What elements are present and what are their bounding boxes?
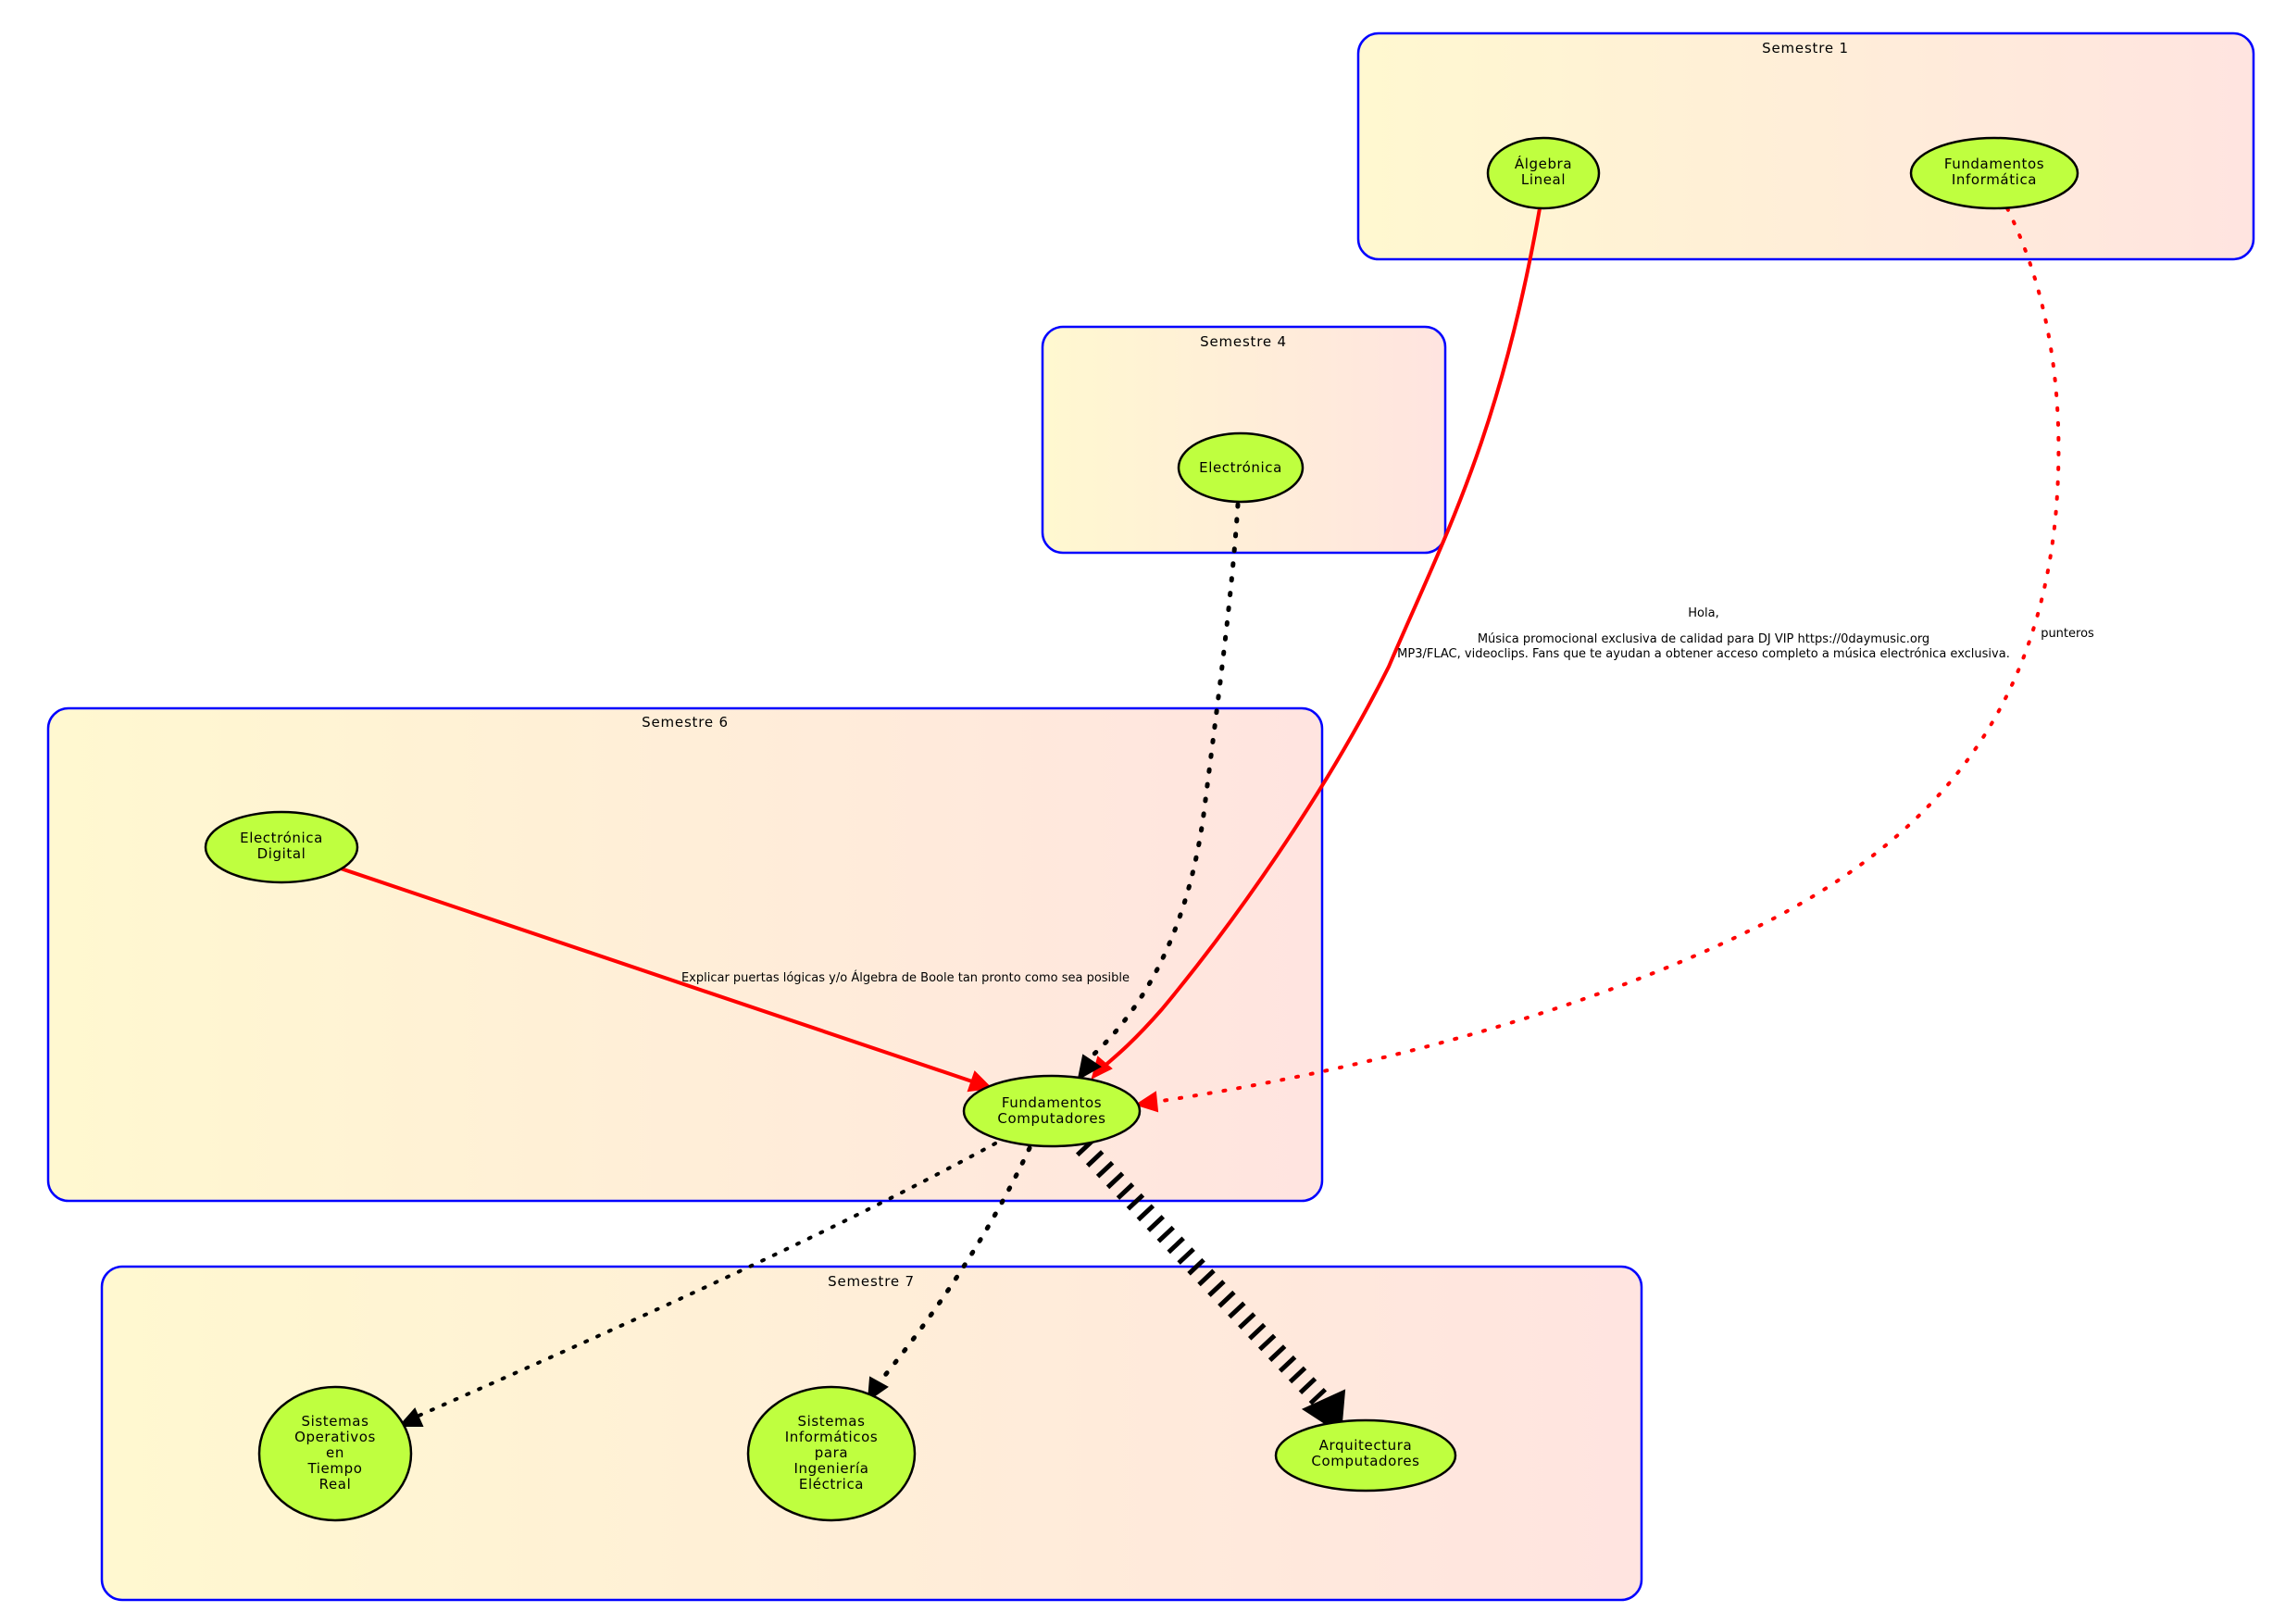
cluster-semestre-7-label: Semestre 7 xyxy=(828,1273,915,1290)
cluster-semestre-6-box xyxy=(46,706,1324,1203)
node-arquitectura-computadores[interactable]: Arquitectura Computadores xyxy=(1274,1418,1457,1493)
edge-electronica-to-fundamentos-computadores xyxy=(1077,502,1241,1081)
edge-label-punteros: punteros xyxy=(2041,627,2094,641)
node-fundamentos-informatica[interactable]: Fundamentos Informática xyxy=(1909,136,2079,210)
node-sistemas-operativos-tiempo-real[interactable]: Sistemas Operativos en Tiempo Real xyxy=(257,1385,413,1522)
edge-fundamentos-computadores-to-sistemas-informaticos xyxy=(867,1145,1032,1403)
node-algebra-lineal-shape xyxy=(1486,136,1601,210)
node-sistemas-informaticos-line-3: para xyxy=(815,1444,848,1461)
node-arquitectura-computadores-line-1: Arquitectura xyxy=(1319,1437,1413,1454)
edge-fundamentos-informatica-to-fundamentos-computadores: punteros xyxy=(1134,206,2094,1113)
node-sistemas-operativos-line-4: Tiempo xyxy=(306,1460,362,1477)
node-sistemas-informaticos-shape xyxy=(746,1385,917,1522)
node-electronica[interactable]: Electrónica xyxy=(1177,431,1305,504)
edge-elecdigital-path xyxy=(340,867,973,1083)
node-fundamentos-informatica-line-2: Informática xyxy=(1952,171,2037,188)
node-algebra-lineal-line-2: Lineal xyxy=(1521,171,1566,188)
node-electronica-digital[interactable]: Electrónica Digital xyxy=(204,810,359,884)
node-fundamentos-informatica-line-1: Fundamentos xyxy=(1944,156,2044,172)
cluster-semestre-4-label: Semestre 4 xyxy=(1200,333,1287,350)
node-sistemas-operativos-shape xyxy=(257,1385,413,1522)
node-sistemas-operativos-line-5: Real xyxy=(319,1476,352,1493)
node-electronica-digital-shape xyxy=(204,810,359,884)
node-fundamentos-computadores[interactable]: Fundamentos Computadores xyxy=(962,1074,1142,1148)
node-sistemas-informaticos-ingenieria-electrica[interactable]: Sistemas Informáticos para Ingeniería El… xyxy=(746,1385,917,1522)
node-electronica-shape xyxy=(1177,431,1305,504)
edge-electronica-arrowhead xyxy=(1077,1054,1102,1081)
edge-label-puertas-logicas: Explicar puertas lógicas y/o Álgebra de … xyxy=(681,970,1130,985)
edge-sotr-path xyxy=(415,1142,997,1418)
node-electronica-digital-line-1: Electrónica xyxy=(240,830,323,846)
node-arquitectura-computadores-shape xyxy=(1274,1418,1457,1493)
node-fundamentos-informatica-shape xyxy=(1909,136,2079,210)
node-electronica-line-1: Electrónica xyxy=(1199,459,1282,476)
node-sistemas-informaticos-line-1: Sistemas xyxy=(797,1413,865,1430)
edge-electronica-path xyxy=(1090,502,1241,1058)
annotation-line-3: Música promocional exclusiva de calidad … xyxy=(1478,632,1929,646)
edge-algebra-path xyxy=(1095,207,1542,1074)
edge-fundinfo-arrowhead xyxy=(1134,1091,1159,1113)
edge-fundamentos-computadores-to-sistemas-operativos xyxy=(397,1142,997,1427)
node-sistemas-informaticos-line-5: Eléctrica xyxy=(799,1476,864,1493)
node-arquitectura-computadores-line-2: Computadores xyxy=(1311,1453,1419,1469)
node-algebra-lineal-line-1: Álgebra xyxy=(1515,155,1572,172)
cluster-semestre-6: Semestre 6 xyxy=(46,706,1324,1203)
node-fundamentos-computadores-line-1: Fundamentos xyxy=(1002,1094,1102,1111)
node-sistemas-informaticos-line-2: Informáticos xyxy=(785,1429,879,1445)
node-sistemas-informaticos-line-4: Ingeniería xyxy=(793,1460,868,1477)
annotation-text: Hola, Música promocional exclusiva de ca… xyxy=(1397,606,2010,661)
edge-sistinf-arrowhead xyxy=(867,1376,889,1403)
cluster-semestre-6-label: Semestre 6 xyxy=(642,714,729,731)
edge-electronica-digital-to-fundamentos-computadores: Explicar puertas lógicas y/o Álgebra de … xyxy=(340,867,1130,1093)
node-algebra-lineal[interactable]: Álgebra Lineal xyxy=(1486,136,1601,210)
annotation-line-4: MP3/FLAC, videoclips. Fans que te ayudan… xyxy=(1397,647,2010,661)
node-fundamentos-computadores-line-2: Computadores xyxy=(997,1110,1105,1127)
edge-sotr-arrowhead xyxy=(397,1407,424,1427)
node-sistemas-operativos-line-1: Sistemas xyxy=(301,1413,368,1430)
edge-elecdigital-arrowhead xyxy=(967,1070,993,1093)
cluster-semestre-1-box xyxy=(1356,31,2255,261)
cluster-semestre-1-label: Semestre 1 xyxy=(1762,40,1849,56)
edge-fundinfo-path xyxy=(1154,206,2061,1104)
cluster-semestre-1: Semestre 1 xyxy=(1356,31,2255,261)
node-sistemas-operativos-line-3: en xyxy=(326,1444,344,1461)
node-fundamentos-computadores-shape xyxy=(962,1074,1142,1148)
node-electronica-digital-line-2: Digital xyxy=(257,845,306,862)
node-sistemas-operativos-line-2: Operativos xyxy=(294,1429,376,1445)
annotation-line-1: Hola, xyxy=(1688,606,1718,620)
